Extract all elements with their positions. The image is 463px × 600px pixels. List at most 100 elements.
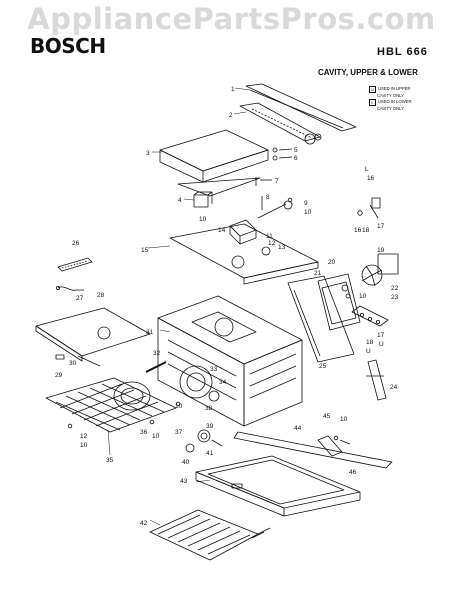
part-side-panel: [287, 275, 355, 363]
callout-10g: 10: [80, 442, 88, 449]
callout-25: 25: [319, 363, 327, 370]
part-bracket-strip: [351, 305, 389, 327]
part-small-cap: [208, 390, 220, 402]
callout-26a: 26: [72, 240, 80, 247]
callout-flag-l: L: [365, 166, 369, 173]
callout-45: 45: [323, 413, 331, 420]
diagram-subtitle: CAVITY, UPPER & LOWER: [318, 68, 418, 77]
brand-logo: BOSCH: [30, 34, 106, 58]
callout-44: 44: [294, 425, 302, 432]
part-bake-element: [149, 509, 271, 561]
part-fan-baffle: [179, 365, 213, 399]
callout-7: 7: [275, 178, 279, 185]
part-screws-top: [272, 147, 293, 161]
part-bottom-tray: [195, 455, 361, 517]
part-knob-assembly: [185, 429, 223, 453]
legend-upper-line2: CAVITY ONLY: [377, 93, 404, 98]
callout-2: 2: [229, 112, 233, 119]
callout-21: 21: [314, 270, 322, 277]
part-fan-motor: [361, 253, 399, 287]
part-top-cover-plate: [159, 129, 269, 197]
callout-42: 42: [140, 520, 148, 527]
part-sensor: [257, 196, 293, 219]
callout-18: 18: [362, 227, 370, 234]
callout-40: 40: [182, 459, 190, 466]
part-rear-element: [113, 381, 151, 411]
part-rod: [145, 361, 167, 373]
callout-43: 43: [180, 478, 188, 485]
part-oven-rack: [45, 377, 177, 433]
part-bracket-right: [357, 197, 381, 219]
callout-27: 27: [76, 295, 84, 302]
callout-3: 3: [146, 150, 150, 157]
callout-10c: 10: [340, 416, 348, 423]
callout-24: 24: [390, 384, 398, 391]
callout-23: 23: [391, 294, 399, 301]
callout-36: 36: [140, 429, 148, 436]
part-long-rail: [233, 431, 393, 469]
callout-15: 15: [141, 247, 149, 254]
part-clips: [55, 354, 101, 367]
part-upper-panel: [169, 223, 319, 285]
legend-upper-line1: USED IN UPPER: [378, 86, 411, 91]
callout-34: 34: [219, 379, 227, 386]
callout-41: 41: [206, 450, 214, 457]
callout-labels: 1 2 3 4 5 6 7 8 9 10 11 12 13 14 15 16 1…: [55, 86, 399, 527]
callout-6: 6: [294, 155, 298, 162]
callout-16b: 16: [354, 227, 362, 234]
watermark-text: AppliancePartsPros.com: [27, 2, 436, 36]
part-heating-tube-bar: [239, 102, 322, 145]
callout-16: 16: [367, 175, 375, 182]
callout-17: 17: [377, 223, 385, 230]
legend-lower-line2: CAVITY ONLY: [377, 106, 404, 111]
part-wire: [56, 285, 84, 291]
callout-28: 28: [97, 292, 105, 299]
callout-10b: 10: [199, 216, 207, 223]
callout-12b: 12: [80, 433, 88, 440]
callout-18b: 18: [366, 339, 374, 346]
callout-35: 35: [106, 457, 114, 464]
legend-lower-line1: USED IN LOWER: [378, 99, 412, 104]
callout-19: 19: [377, 247, 385, 254]
callout-46: 46: [349, 469, 357, 476]
callout-14: 14: [218, 227, 226, 234]
callout-10e: 10: [152, 433, 160, 440]
part-oven-cavity: [157, 295, 303, 427]
callout-10a: 10: [304, 209, 312, 216]
callout-33: 33: [210, 366, 218, 373]
callout-20: 20: [328, 259, 336, 266]
callout-5: 5: [294, 147, 298, 154]
part-pin: [255, 177, 272, 186]
part-top-rail: [245, 83, 357, 132]
callout-10f: 10: [359, 293, 367, 300]
part-hinge-bracket: [366, 359, 387, 401]
callout-17b: 17: [377, 332, 385, 339]
callout-31: 31: [146, 329, 154, 336]
callout-flag-u2: U: [366, 348, 371, 355]
callout-29: 29: [55, 372, 63, 379]
callout-13: 13: [278, 244, 286, 251]
callout-37: 37: [175, 429, 183, 436]
callout-1: 1: [231, 86, 235, 93]
part-screws-lower: [67, 197, 339, 441]
part-lower-panel: [35, 307, 151, 362]
callout-38: 38: [205, 405, 213, 412]
model-number: HBL 666: [377, 46, 428, 58]
part-control-box: [193, 191, 213, 208]
part-top-bracket-left: [57, 257, 93, 272]
callout-11: 11: [266, 233, 273, 240]
callout-flag-u: U: [379, 341, 384, 348]
callout-12: 12: [268, 240, 276, 247]
callout-32: 32: [153, 350, 161, 357]
callout-4: 4: [178, 197, 182, 204]
callout-9: 9: [304, 200, 308, 207]
leader-lines: [107, 87, 251, 526]
part-fan-mount-plate: [317, 273, 361, 331]
callout-39: 39: [206, 423, 214, 430]
callout-10d: 10: [175, 403, 183, 410]
part-connector-block: [229, 219, 257, 245]
callout-8: 8: [266, 194, 270, 201]
